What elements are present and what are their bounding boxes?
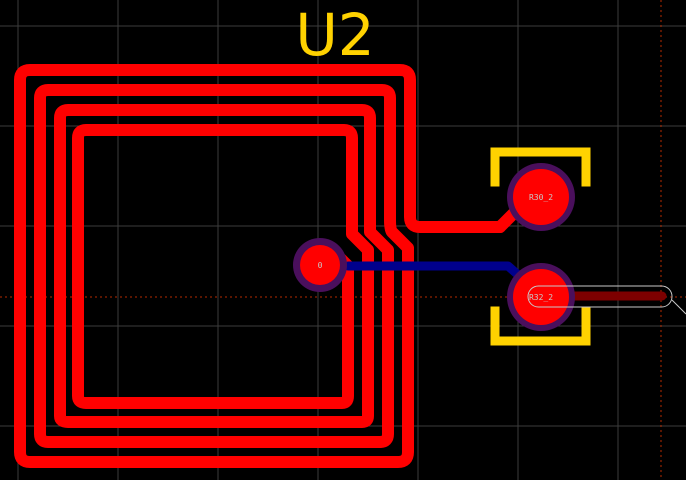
- coil-turn-outer[interactable]: [14, 64, 506, 468]
- pad-r32-2-label: R32_2: [529, 293, 553, 302]
- pad-center[interactable]: 0: [293, 238, 347, 292]
- pad-r30-2-label: R30_2: [529, 193, 553, 202]
- pad-r30-2[interactable]: R30_2: [507, 163, 575, 231]
- pad-r32-2[interactable]: R32_2: [507, 263, 575, 331]
- selection-leader-line: [671, 299, 686, 315]
- coil-antenna[interactable]: [14, 64, 506, 468]
- selection-outline: [527, 285, 673, 308]
- pad-center-label: 0: [318, 261, 323, 270]
- silkscreen-outline: [490, 147, 591, 346]
- component-designator[interactable]: U2: [295, 1, 374, 69]
